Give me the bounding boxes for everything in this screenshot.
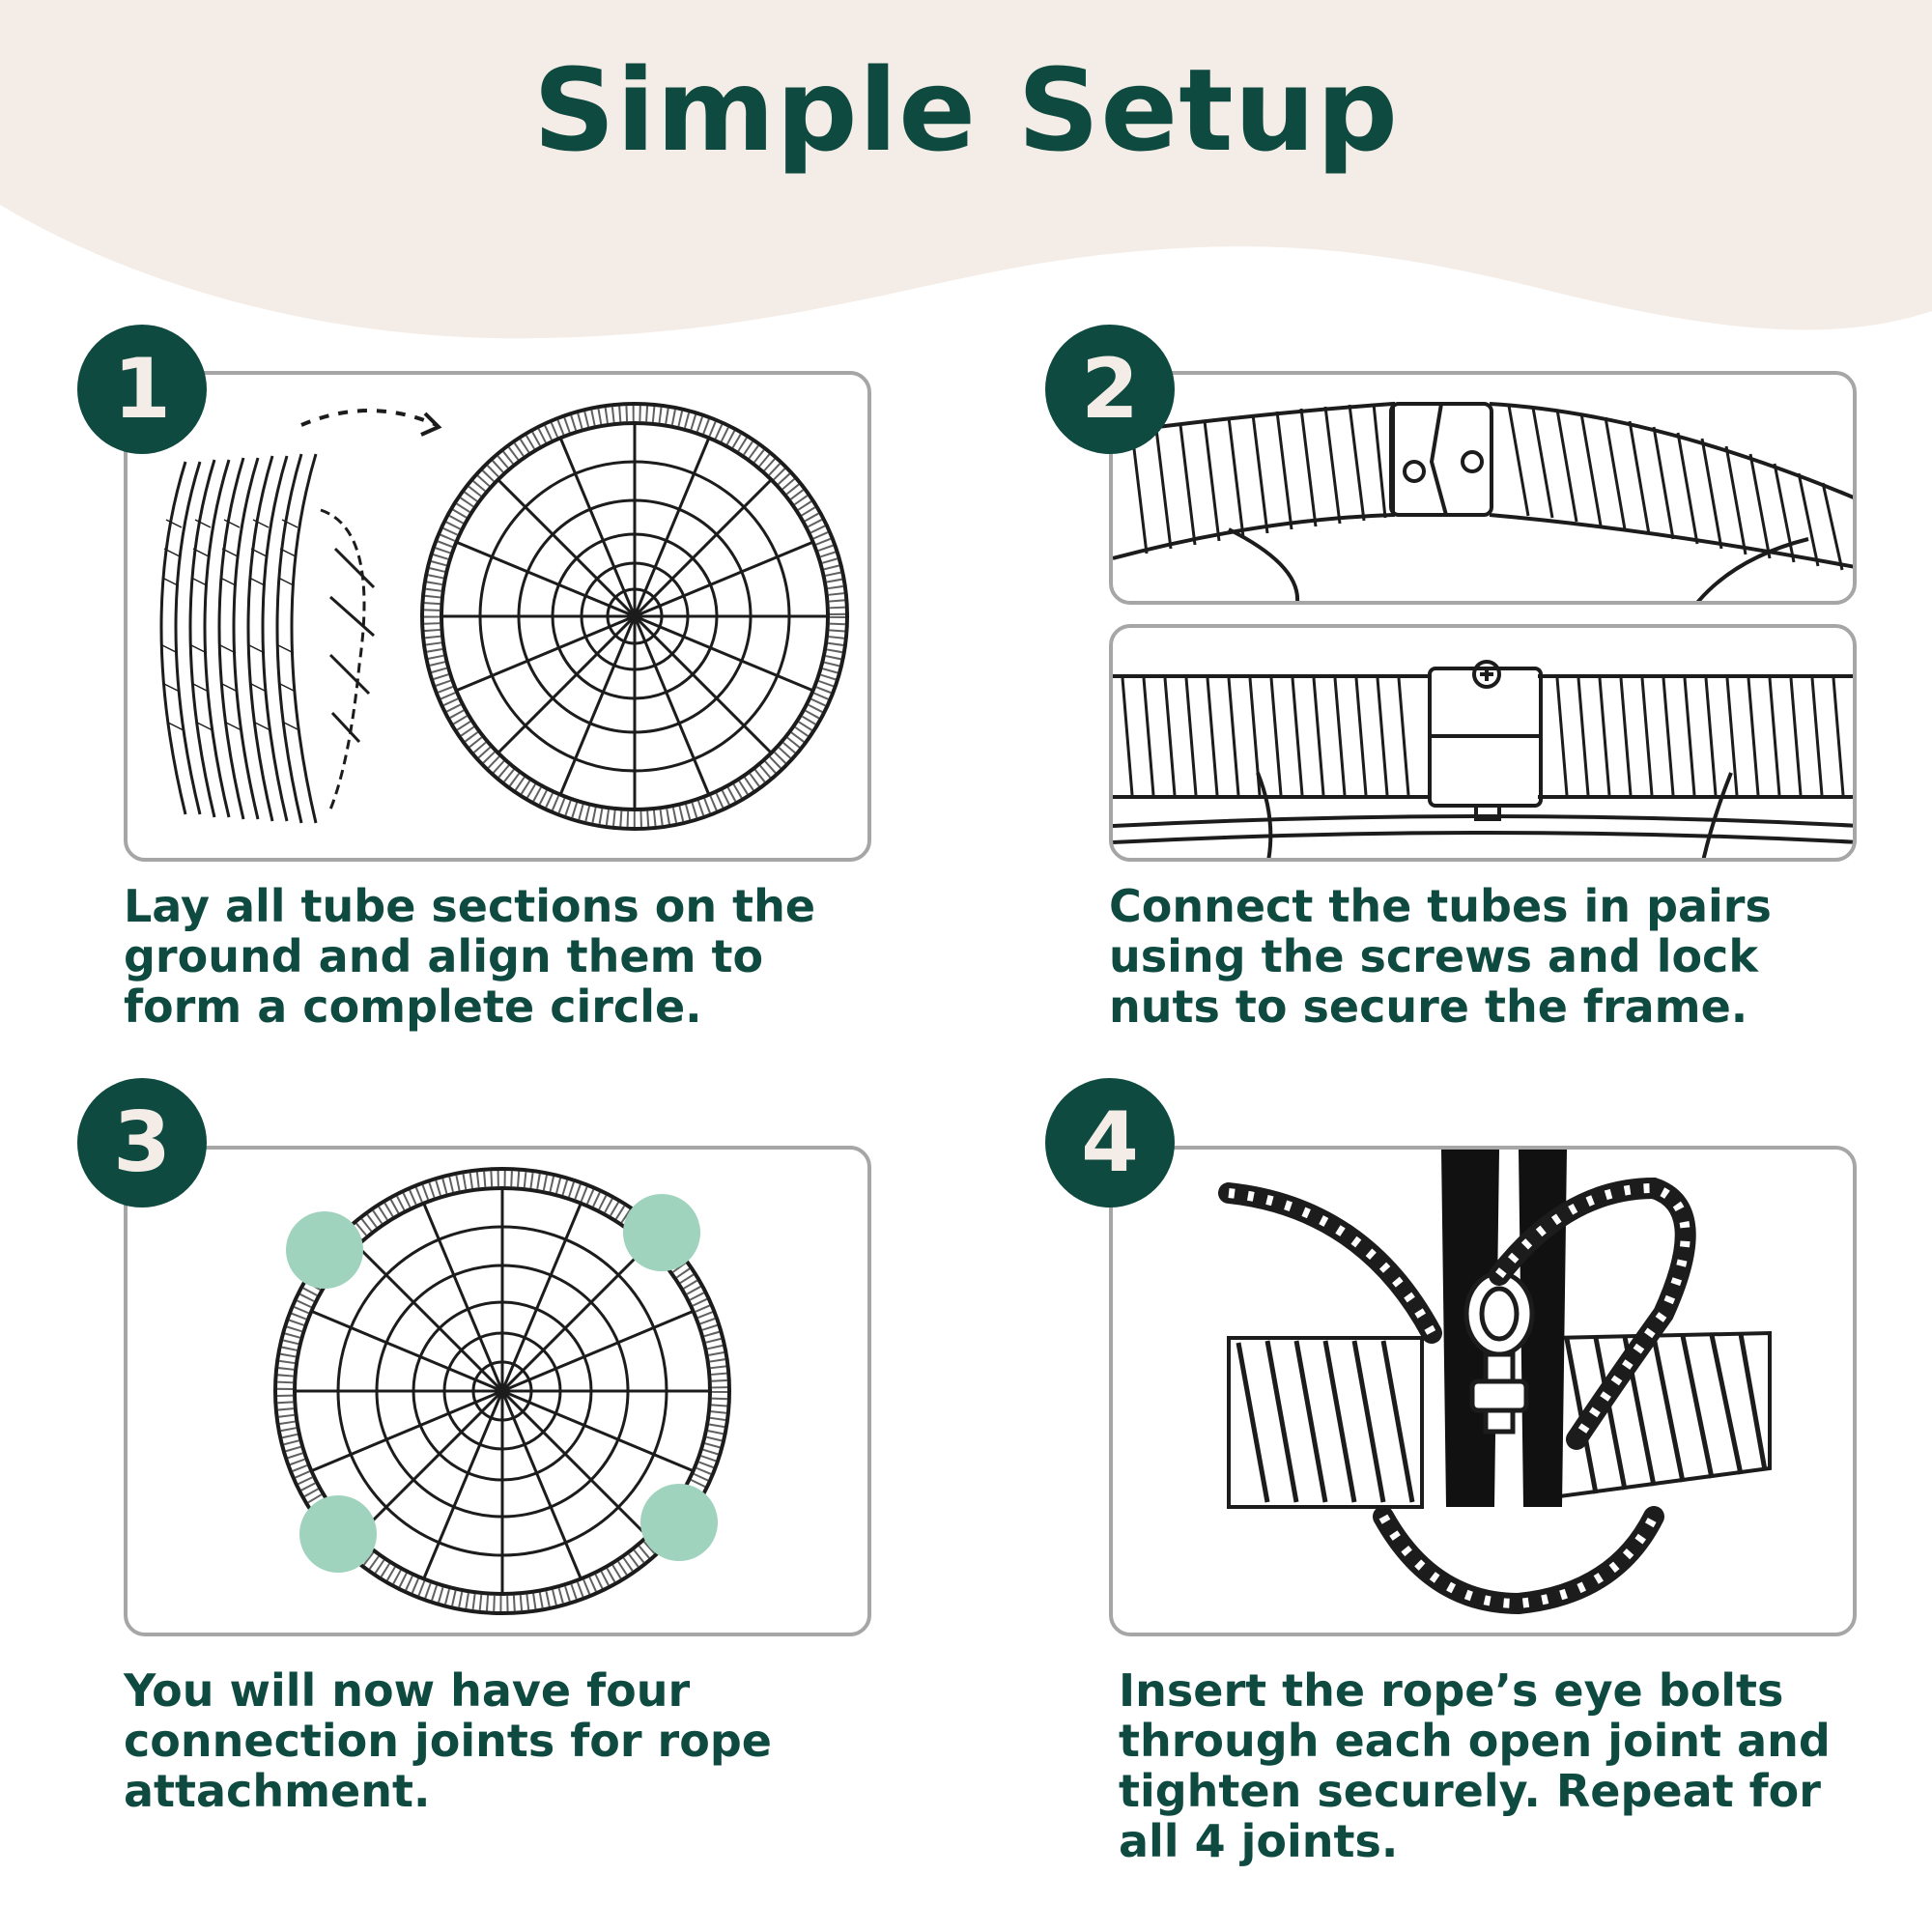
curved-tube-sections: [159, 453, 376, 824]
tube-connector-screwed: [1113, 660, 1853, 858]
page-title: Simple Setup: [532, 43, 1400, 177]
step-1-illustration: [159, 402, 849, 831]
eye-bolt-rope-loop: [1218, 1150, 1772, 1615]
step-2-panel-bottom: [1109, 624, 1857, 862]
step-4-caption: Insert the rope’s eye bolts through each…: [1119, 1664, 1831, 1867]
tube-connector-open: [1113, 401, 1853, 601]
joint-marker: [299, 1495, 377, 1573]
dotted-arrow-icon: [300, 409, 438, 427]
step-4-badge: 4: [1045, 1078, 1175, 1208]
step-1-caption: Lay all tube sections on the ground and …: [124, 880, 816, 1033]
step-1-panel: [124, 371, 871, 862]
step-3-panel: [124, 1146, 871, 1636]
step-2-panel-top: [1109, 371, 1857, 605]
cream-wave: [0, 0, 1932, 339]
net-ring-with-joint-markers: [273, 1167, 731, 1615]
step-1-badge: 1: [77, 325, 207, 454]
step-2-caption: Connect the tubes in pairs using the scr…: [1109, 880, 1772, 1033]
step-4-panel: [1109, 1146, 1857, 1636]
joint-marker: [640, 1484, 718, 1561]
step-3-caption: You will now have four connection joints…: [124, 1664, 772, 1817]
assembled-net-ring: [420, 402, 849, 831]
joint-marker: [286, 1211, 363, 1289]
joint-marker: [623, 1194, 700, 1271]
joint-markers: [286, 1194, 718, 1573]
step-2-badge: 2: [1045, 325, 1175, 454]
step-3-badge: 3: [77, 1078, 207, 1208]
